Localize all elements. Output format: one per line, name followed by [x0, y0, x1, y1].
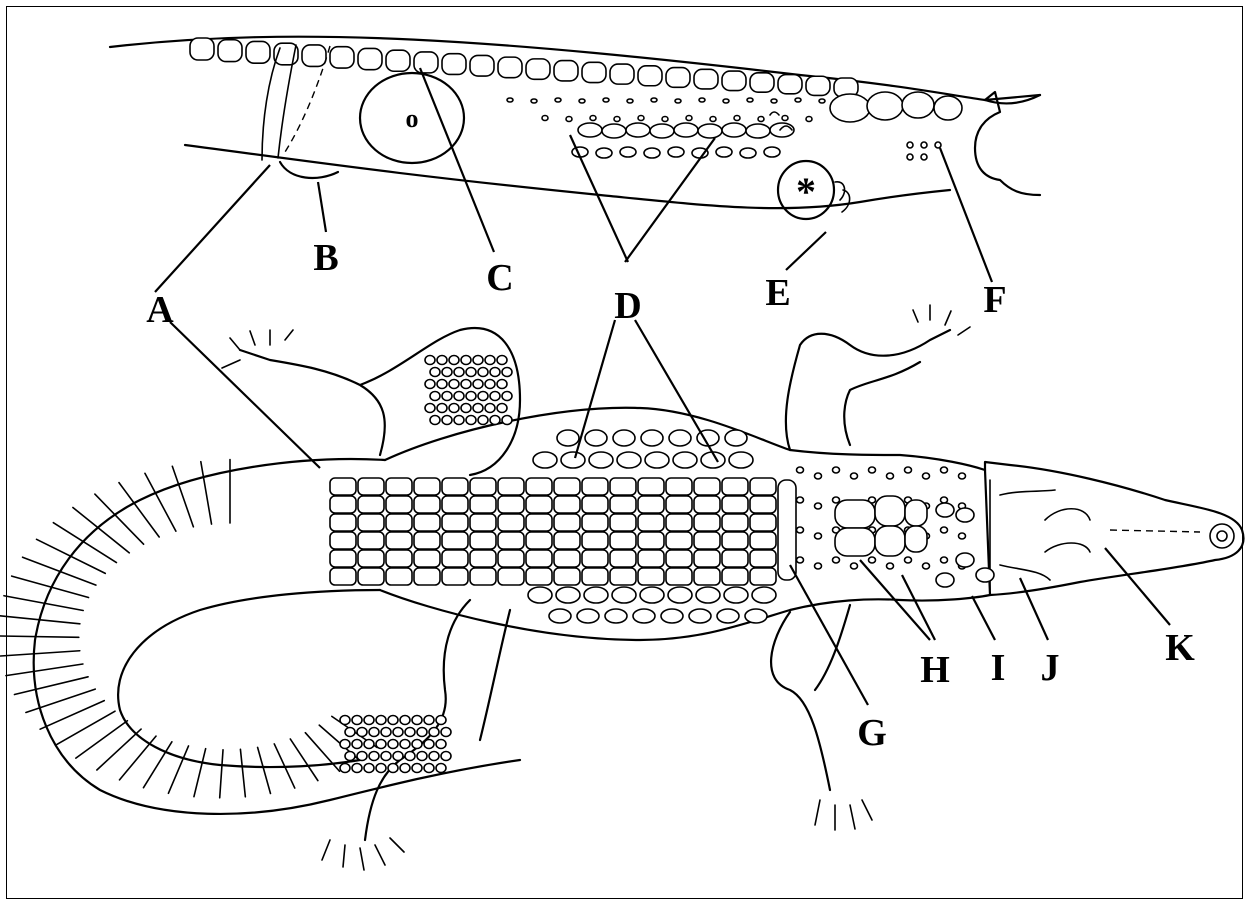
leader-k: [1105, 548, 1170, 625]
chest-plates: [835, 496, 927, 556]
limb-scales-upper-left: [425, 356, 512, 425]
leader-h-right: [902, 575, 935, 640]
limb-scales-lower-left: [340, 716, 451, 773]
hind-limb-claws-lower-right: [815, 800, 872, 830]
hind-limb-claws-lower-left: [322, 838, 404, 870]
label-e: E: [765, 272, 790, 314]
leader-i: [972, 596, 995, 640]
label-c: C: [486, 257, 513, 299]
leader-lines: [155, 68, 1170, 705]
leader-g: [790, 565, 868, 705]
leader-e: [786, 232, 826, 270]
leader-d-upper-right: [625, 138, 715, 262]
leader-a-lower: [170, 322, 320, 468]
front-limb-claws-upper-right: [913, 305, 970, 335]
crocodile-body: [0, 305, 1243, 870]
label-a: A: [146, 289, 174, 331]
label-h: H: [920, 649, 950, 691]
label-j: J: [1041, 647, 1060, 689]
circle-mark: o: [406, 104, 419, 133]
label-k: K: [1165, 627, 1195, 669]
lateral-closeup: o *: [110, 37, 1040, 219]
label-g: G: [857, 712, 887, 754]
label-i: I: [991, 647, 1006, 689]
leader-b: [318, 182, 326, 232]
label-d: D: [614, 285, 641, 327]
label-f: F: [983, 279, 1006, 321]
label-b: B: [313, 237, 338, 279]
leader-f: [940, 148, 992, 282]
central-belly-plates: [330, 478, 796, 585]
asterisk-mark: *: [796, 169, 816, 214]
leader-a-upper: [155, 165, 270, 292]
leader-j: [1020, 578, 1048, 640]
